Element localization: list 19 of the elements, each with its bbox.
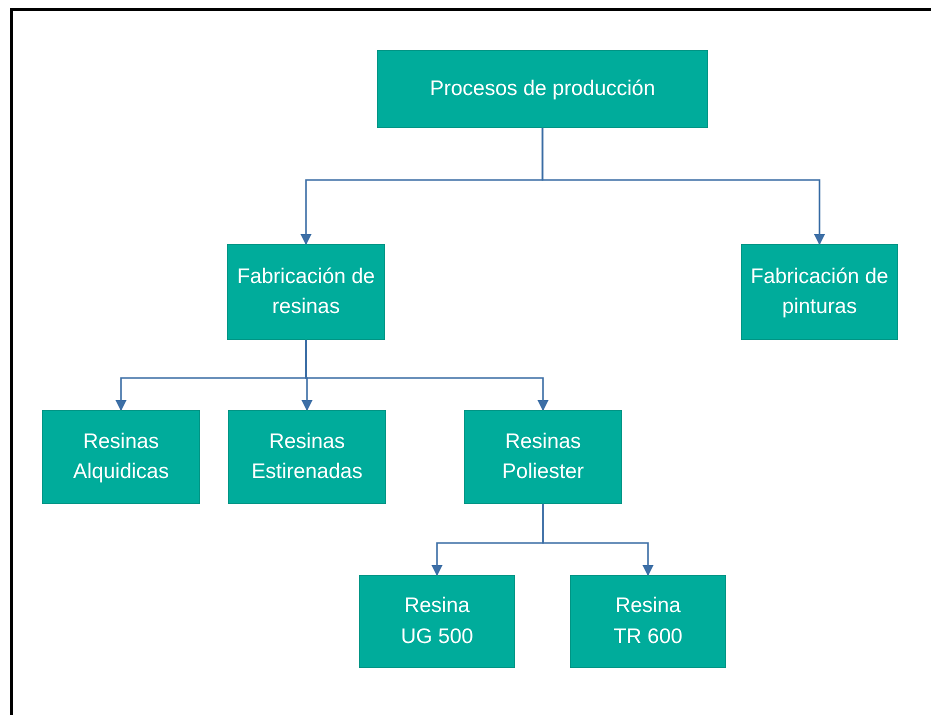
process-box	[228, 410, 386, 504]
box-label: Fabricación de pinturas	[750, 264, 889, 320]
connector-arrow	[305, 340, 549, 412]
process-box	[570, 575, 726, 668]
box-label: Resina TR 600	[612, 593, 684, 650]
connector-arrow	[542, 128, 826, 246]
process-box	[359, 575, 515, 668]
box-label: Resina UG 500	[400, 593, 474, 650]
box-label: Procesos de producción	[430, 76, 656, 102]
box-label: Fabricación de resinas	[236, 264, 376, 320]
process-box	[42, 410, 200, 504]
process-box	[464, 410, 622, 504]
process-box	[377, 50, 708, 128]
box-label: Resinas Poliester	[501, 428, 585, 485]
process-box	[227, 244, 385, 340]
box-label: Resinas Estirenadas	[250, 428, 364, 485]
connector-arrow	[542, 504, 654, 576]
process-box	[741, 244, 898, 340]
box-label: Resinas Alquidicas	[72, 428, 170, 485]
